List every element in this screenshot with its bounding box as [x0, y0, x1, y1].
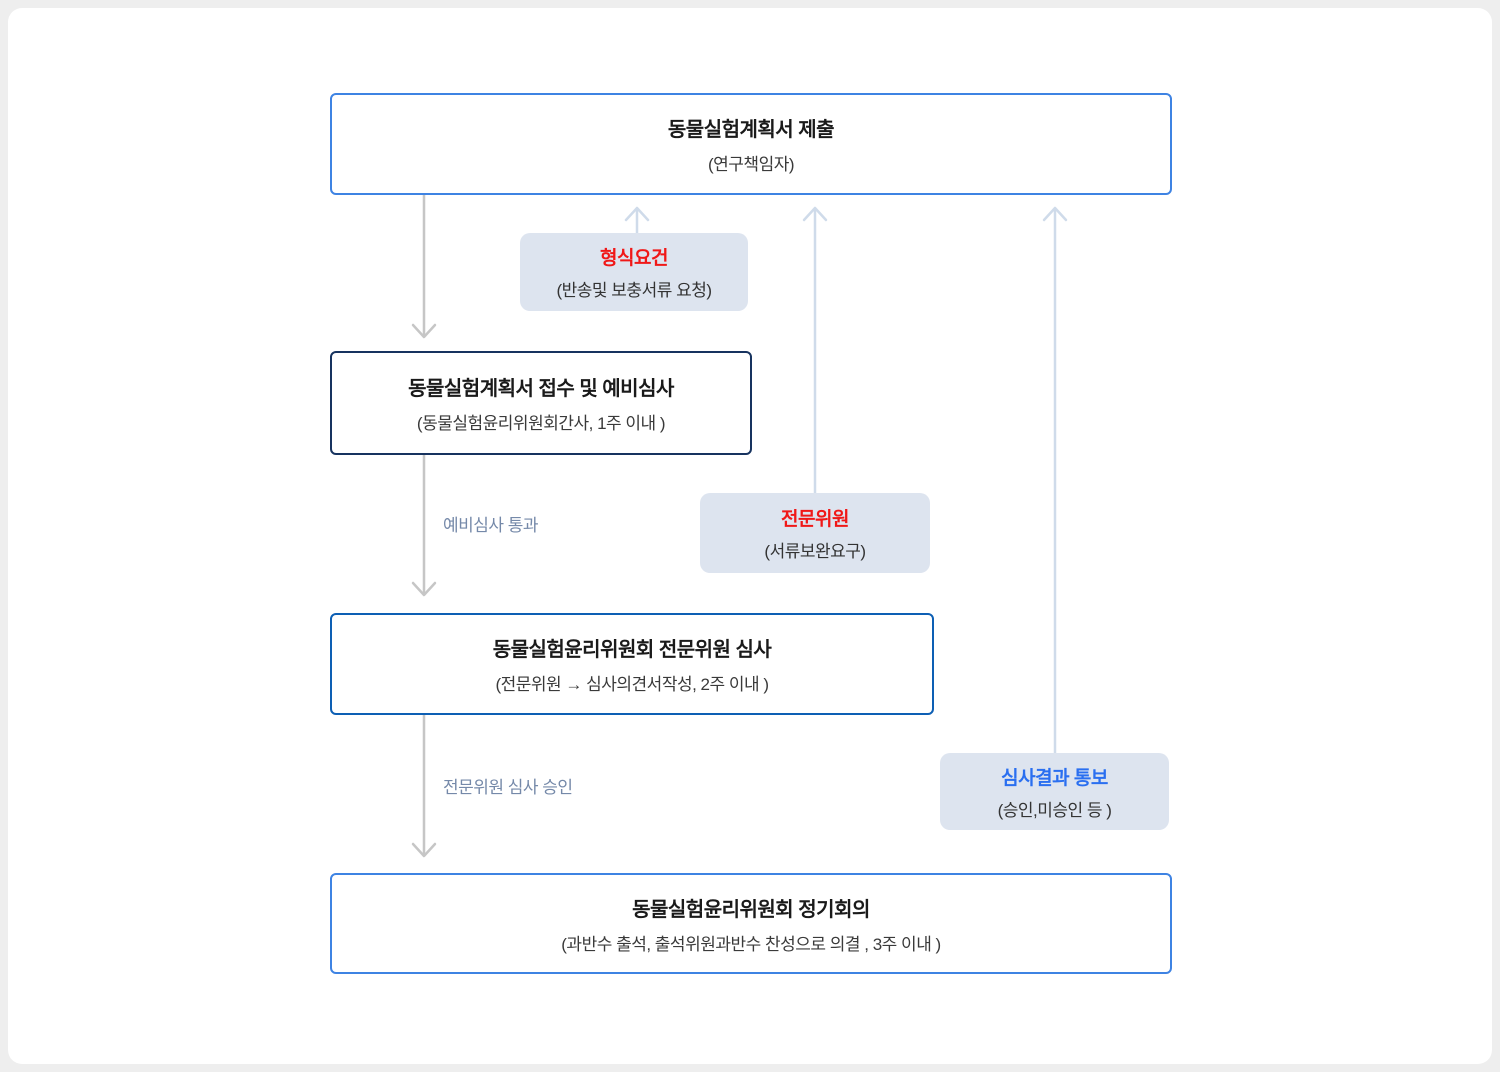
node-expert-review-subtitle: (전문위원 → 심사의견서작성, 2주 이내 ) [495, 675, 769, 694]
callout-expert-member-subtitle: (서류보완요구) [764, 542, 866, 561]
node-expert-review: 동물실험윤리위원회 전문위원 심사 (전문위원 → 심사의견서작성, 2주 이내… [330, 613, 934, 715]
callout-formal-requirements-title: 형식요건 [600, 248, 668, 269]
callout-review-result-notice: 심사결과 통보 (승인,미승인 등 ) [940, 753, 1169, 830]
callout-review-result-notice-subtitle: (승인,미승인 등 ) [997, 800, 1112, 820]
node-expert-review-title: 동물실험윤리위원회 전문위원 심사 [492, 639, 772, 661]
node-regular-meeting-title: 동물실험윤리위원회 정기회의 [632, 898, 870, 921]
node-receipt-preliminary-review-subtitle: (동물실험윤리위원회간사, 1주 이내 ) [416, 414, 666, 433]
node-regular-meeting: 동물실험윤리위원회 정기회의 (과반수 출석, 출석위원과반수 찬성으로 의결 … [330, 873, 1172, 974]
node-plan-submission-title: 동물실험계획서 제출 [667, 119, 835, 141]
node-receipt-preliminary-review-title: 동물실험계획서 접수 및 예비심사 [408, 378, 674, 400]
node-receipt-preliminary-review: 동물실험계획서 접수 및 예비심사 (동물실험윤리위원회간사, 1주 이내 ) [330, 351, 752, 455]
callout-formal-requirements: 형식요건 (반송및 보충서류 요청) [520, 233, 748, 311]
node-regular-meeting-subtitle: (과반수 출석, 출석위원과반수 찬성으로 의결 , 3주 이내 ) [561, 934, 941, 954]
node-plan-submission-subtitle: (연구책임자) [707, 155, 795, 174]
callout-expert-member: 전문위원 (서류보완요구) [700, 493, 930, 573]
node-plan-submission: 동물실험계획서 제출 (연구책임자) [330, 93, 1172, 195]
edge-label-preliminary-pass: 예비심사 통과 [443, 516, 539, 535]
callout-review-result-notice-title: 심사결과 통보 [1001, 767, 1108, 789]
callout-expert-member-title: 전문위원 [781, 509, 849, 530]
edge-label-expert-approval: 전문위원 심사 승인 [443, 778, 573, 797]
callout-formal-requirements-subtitle: (반송및 보충서류 요청) [556, 281, 712, 300]
